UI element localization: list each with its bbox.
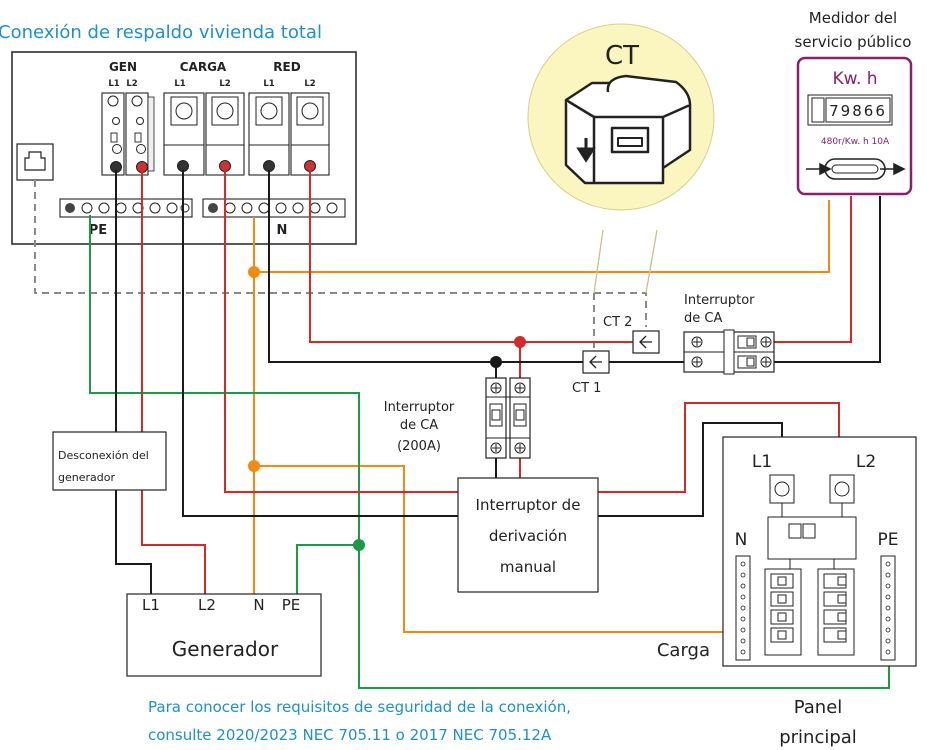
n-label: N xyxy=(277,223,288,238)
generator-disconnect: Desconexión del generador xyxy=(52,431,167,491)
pe-label: PE xyxy=(89,223,107,238)
load-label: Carga xyxy=(657,640,710,661)
gen-terminal-n: N xyxy=(253,596,264,614)
ct-bubble: CT xyxy=(527,23,715,294)
inverter: GEN CARGA RED L1 L2 L1 L2 L1 L2 xyxy=(11,51,357,245)
svg-text:(200A): (200A) xyxy=(397,439,441,454)
svg-text:derivación: derivación xyxy=(489,527,567,545)
junction-dot xyxy=(353,539,365,551)
panel-caption-line1: Panel xyxy=(794,697,843,718)
ethernet-port-icon xyxy=(16,143,54,181)
neutral-wires xyxy=(253,200,830,633)
carga-l2-label: L2 xyxy=(219,79,230,89)
arrow-down-icon xyxy=(576,138,596,163)
svg-text:de CA: de CA xyxy=(684,311,722,326)
meter-flow-arrow-icon xyxy=(806,162,906,176)
svg-text:de CA: de CA xyxy=(400,418,438,433)
gen-group-label: GEN xyxy=(109,60,137,74)
ct1-label: CT 1 xyxy=(572,381,601,396)
svg-text:Interruptor de: Interruptor de xyxy=(476,496,581,514)
safety-note-line2: consulte 2020/2023 NEC 705.11 o 2017 NEC… xyxy=(148,726,552,744)
panel-l2-label: L2 xyxy=(856,452,876,472)
red-l1-label: L1 xyxy=(263,79,274,89)
svg-text:manual: manual xyxy=(500,558,556,576)
manual-bypass-switch: Interruptor de derivación manual xyxy=(457,477,599,593)
panel-pe-label: PE xyxy=(878,530,899,550)
safety-note-line1: Para conocer los requisitos de seguridad… xyxy=(148,698,571,716)
junction-dot xyxy=(514,336,526,348)
svg-text:Interruptor: Interruptor xyxy=(684,293,755,308)
svg-text:Interruptor: Interruptor xyxy=(384,400,455,415)
ct-signal-wire xyxy=(34,180,647,355)
pe-busbar xyxy=(59,198,193,218)
carga-group-label: CARGA xyxy=(180,60,227,74)
gen-l1-label: L1 xyxy=(108,79,119,89)
ct-bubble-label: CT xyxy=(605,41,639,71)
junction-dot xyxy=(490,356,502,368)
ct2-label: CT 2 xyxy=(603,315,632,330)
panel-caption-line2: principal xyxy=(779,727,857,748)
junction-dot xyxy=(248,266,260,278)
red-group-label: RED xyxy=(273,60,300,74)
gen-l2-label: L2 xyxy=(126,79,137,89)
meter-rating: 480r/Kw. h 10A xyxy=(821,137,890,147)
ct1-sensor xyxy=(582,350,610,374)
panel-l1-label: L1 xyxy=(752,452,772,472)
generator: L1 L2 N PE Generador xyxy=(126,593,322,677)
ct2-sensor xyxy=(632,330,660,354)
ac-breaker-200a: Interruptor de CA (200A) xyxy=(384,377,531,459)
gen-terminal-pe: PE xyxy=(282,596,301,614)
ac-breaker-top: Interruptor de CA xyxy=(683,293,775,375)
meter-header-line2: servicio público xyxy=(795,33,912,51)
junction-dot xyxy=(248,460,260,472)
utility-meter: Medidor del servicio público Kw. h 79866… xyxy=(795,9,913,196)
meter-header-line1: Medidor del xyxy=(809,9,897,27)
diagram-title: Conexión de respaldo vivienda total xyxy=(0,22,322,43)
svg-text:Desconexión del: Desconexión del xyxy=(58,449,149,462)
meter-unit: Kw. h xyxy=(832,69,877,89)
main-panel: L1 L2 N PE xyxy=(722,436,917,667)
gen-terminal-l2: L2 xyxy=(198,596,216,614)
red-l2-label: L2 xyxy=(304,79,315,89)
gen-terminal-block xyxy=(101,92,155,176)
current-clamp-icon xyxy=(564,74,692,185)
panel-n-label: N xyxy=(735,530,748,550)
meter-reading: 79866 xyxy=(829,102,887,120)
carga-l1-label: L1 xyxy=(174,79,185,89)
svg-text:generador: generador xyxy=(58,471,115,484)
generator-name: Generador xyxy=(172,637,279,661)
gen-terminal-l1: L1 xyxy=(142,596,160,614)
